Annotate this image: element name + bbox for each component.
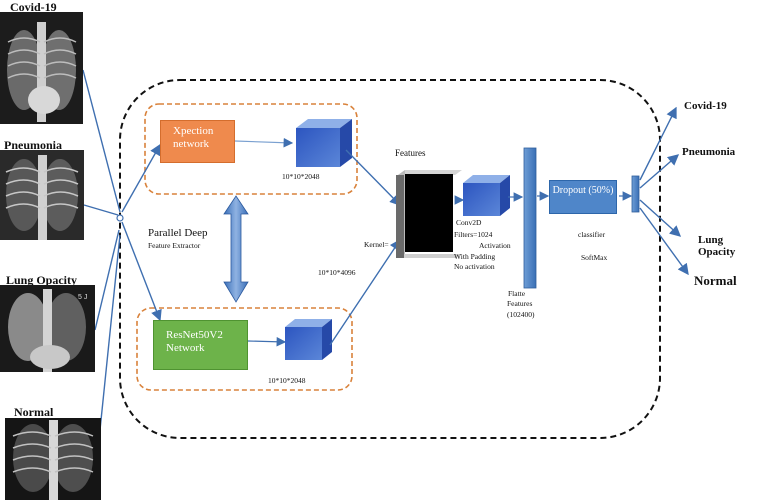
flatten-line-1: Flatte [508,289,526,298]
conv-line-5: No activation [454,262,495,271]
svg-text:5 J: 5 J [78,294,87,301]
conv-line-1: Conv2D [456,218,482,227]
input-label-lung-opacity: Lung Opacity [6,273,78,287]
input-label-covid: Covid-19 [10,0,57,14]
kernel-label: Kernel= [364,240,389,249]
merge-node [116,214,124,222]
xception-network-label: Xpection network [173,125,214,150]
conv-line-3: Activation [479,241,511,250]
features-title: Features [395,148,426,158]
xception-feature-cube [296,119,352,167]
xception-output-shape: 10*10*2048 [282,172,320,181]
lung-opacity-xray-image: 5 J [0,285,95,372]
resnet-network-box: ResNet50V2 Network [153,320,248,370]
conv-line-2: Filters=1024 [454,230,493,239]
pneumonia-xray-image [0,150,84,240]
xception-network-box: Xpection network [160,120,235,163]
dropout-label: Dropout (50%) [552,185,614,196]
conv-line-4: With Padding [454,252,496,261]
flatten-line-3: (102400) [507,310,535,319]
softmax-label: SoftMax [581,253,608,262]
xception-group [144,103,358,195]
dropout-box: Dropout (50%) [549,180,617,214]
pipeline-container [119,79,661,439]
input-label-normal: Normal [14,405,54,419]
resnet-feature-cube [285,319,332,360]
covid-xray-image [0,12,83,124]
resnet-group [136,307,353,391]
output-label-lung-opacity: Lung Opacity [698,234,736,258]
flatten-line-2: Features [507,299,533,308]
flatten-bar [523,147,537,289]
output-label-pneumonia: Pneumonia [682,146,736,158]
resnet-network-label: ResNet50V2 Network [166,329,223,354]
resnet-output-shape: 10*10*2048 [268,376,306,385]
normal-xray-image [5,418,101,500]
classifier-bar [631,175,640,213]
concat-shape-label: 10*10*4096 [318,268,356,277]
output-label-normal: Normal [694,273,737,288]
output-label-covid: Covid-19 [684,100,727,112]
input-label-pneumonia: Pneumonia [4,138,63,152]
conv2d-cube [463,175,510,216]
classifier-label: classifier [578,230,606,239]
parallel-double-arrow [223,195,249,303]
parallel-deep-label: Parallel Deep [148,227,208,239]
concatenated-features-block [396,170,462,258]
feature-extractor-label: Feature Extractor [148,241,201,250]
